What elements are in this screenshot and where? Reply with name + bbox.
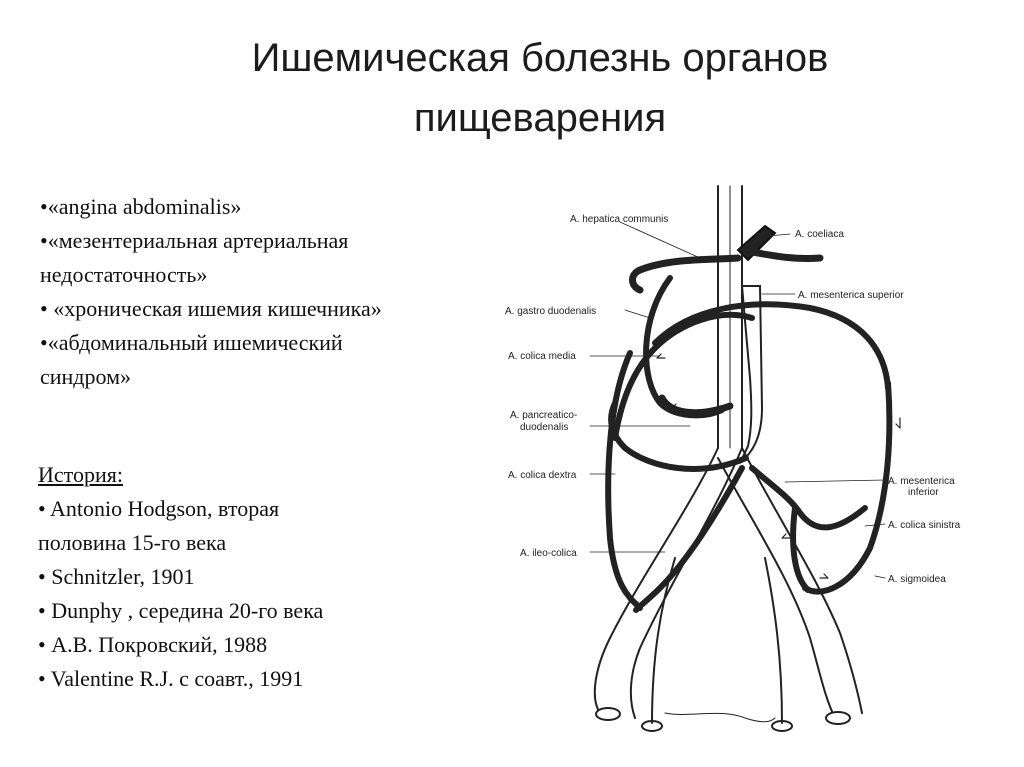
left-colic-artery <box>790 505 811 593</box>
label-leader-lines <box>589 221 886 579</box>
label-mesenterica-superior: A. mesenterica superior <box>798 290 904 301</box>
label-hepatica: A. hepatica communis <box>570 214 668 225</box>
pancreaticoduodenal-arcade <box>658 394 734 417</box>
label-colica-sinistra: A. colica sinistra <box>888 520 961 531</box>
label-mesenterica-inferior-1: A. mesenterica <box>888 476 955 487</box>
list-item: • «хроническая ишемия кишечника» <box>40 296 382 321</box>
label-colica-media: A. colica media <box>508 351 576 362</box>
label-pancreaticoduodenalis-1: A. pancreatico- <box>510 410 577 421</box>
list-item: •«angina abdominalis» <box>40 194 242 219</box>
internal-iliac <box>651 557 783 724</box>
history-item: • А.В. Покровский, 1988 <box>38 632 268 657</box>
celiac-trunk <box>736 224 777 262</box>
title-line-2: пищеварения <box>413 96 667 140</box>
transverse-arcade <box>652 301 891 391</box>
mesenteric-arteries-diagram: A. hepatica communis A. coeliaca A. mese… <box>505 185 961 732</box>
list-item: •«мезентериальная артериальная <box>40 228 349 253</box>
label-gastroduodenalis: A. gastro duodenalis <box>505 306 596 317</box>
flow-arrow <box>656 353 901 579</box>
label-coeliaca: A. coeliaca <box>795 229 844 240</box>
splenic-artery <box>748 248 824 263</box>
iliac-end-left <box>595 707 621 721</box>
history-item: • Dunphy , середина 20-го века <box>38 598 324 623</box>
list-item: синдром» <box>40 364 132 389</box>
synonyms-list: •«angina abdominalis» •«мезентериальная … <box>40 190 510 394</box>
history-heading: История: <box>38 462 123 487</box>
vessel-thread <box>664 712 776 723</box>
history-item: половина 15-го века <box>38 530 227 555</box>
list-item: недостаточность» <box>40 262 208 287</box>
label-mesenterica-inferior-2: inferior <box>908 487 939 498</box>
iliac-left <box>593 447 743 719</box>
label-colica-dextra: A. colica dextra <box>508 470 577 481</box>
list-item: •«абдоминальный ишемический <box>40 330 343 355</box>
label-ileocolica: A. ileo-colica <box>520 548 577 559</box>
title-line-1: Ишемическая болезнь органов <box>251 36 829 80</box>
hepatic-artery <box>629 254 742 294</box>
superior-mesenteric-artery <box>739 285 764 464</box>
ileocolic-artery <box>633 465 745 613</box>
label-pancreaticoduodenalis-2: duodenalis <box>520 422 568 433</box>
label-sigmoidea: A. sigmoidea <box>888 574 946 585</box>
iliac-right <box>717 447 863 719</box>
history-section: История: • Antonio Hodgson, вторая полов… <box>38 458 478 696</box>
middle-colic-artery <box>612 311 755 441</box>
page-title: Ишемическая болезнь органов пищеварения <box>0 28 1024 148</box>
marginal-artery-left <box>802 380 893 595</box>
history-item: • Valentine R.J. с соавт., 1991 <box>38 666 304 691</box>
history-item: • Antonio Hodgson, вторая <box>38 496 280 521</box>
history-item: • Schnitzler, 1901 <box>38 564 195 589</box>
marginal-artery-right <box>605 350 643 611</box>
inferior-mesenteric-artery <box>749 465 868 531</box>
iliac-end-right <box>825 711 851 725</box>
